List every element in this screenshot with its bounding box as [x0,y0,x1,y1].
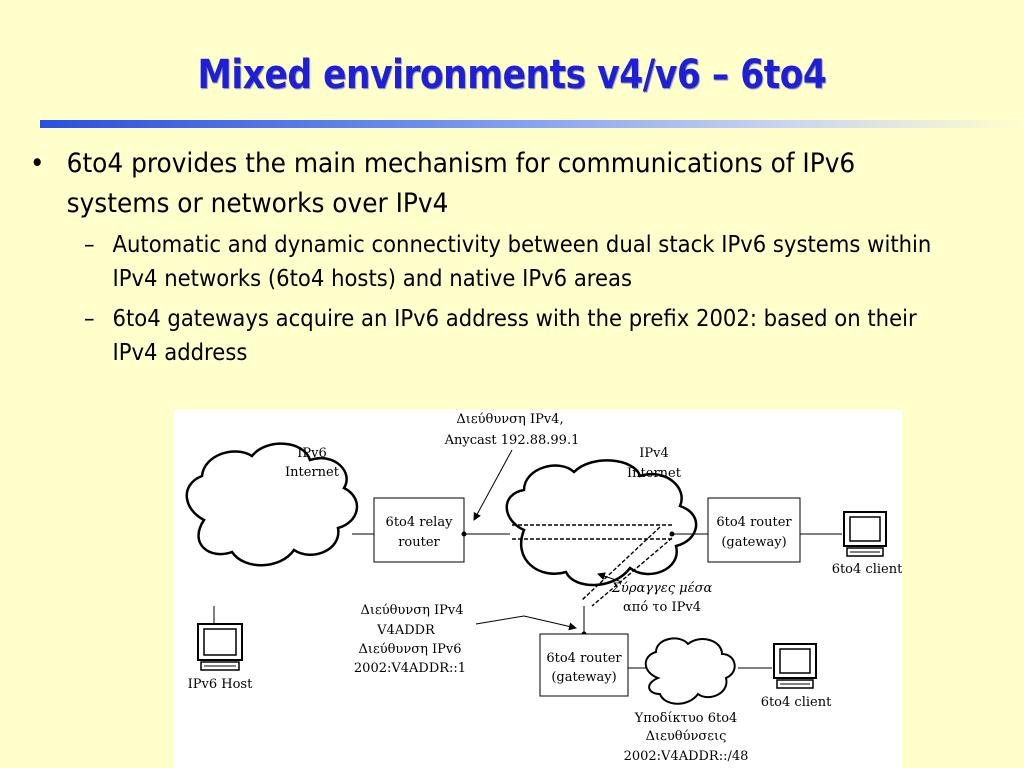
6to4-client-top-computer-icon [843,511,887,557]
6to4-relay-router-box [373,497,465,563]
subnet-label-line2: Διευθύνσεις [646,729,727,744]
diagram-canvas: IPv6 Internet IPv4 Internet Διεύθυνση IP… [185,412,902,764]
gateway-address-arrow [475,615,577,631]
network-diagram: IPv6 Internet IPv4 Internet Διεύθυνση IP… [174,410,902,768]
sub-bullet-marker: – [84,306,95,332]
ipv6-internet-cloud [185,442,359,567]
ipv4-internet-label-line1: IPv4 [639,446,669,461]
6to4-subnet-cloud [644,637,736,705]
ipv6-internet-label-line2: Internet [285,465,340,480]
subnet-label-line3: 2002:V4ADDR::/48 [624,749,749,764]
client-bottom-label: 6to4 client [761,695,832,710]
relay-router-label-line1: 6to4 relay [386,515,454,530]
bullet-main-text: 6to4 provides the main mechanism for com… [66,148,856,219]
bullet-marker: • [29,148,45,179]
6to4-client-bottom-computer-icon [773,643,817,689]
ipv4-tunnels [512,524,673,607]
6to4-router-bottom-box [539,633,629,697]
router-top-label-line2: (gateway) [721,535,786,550]
gateway-address-label-line2: V4ADDR [376,623,436,638]
relay-interface-dot [461,531,467,537]
sub-bullet-connectivity-text: Automatic and dynamic connectivity betwe… [112,232,932,292]
gateway-address-label-line1: Διεύθυνση IPv4 [360,603,463,618]
router-bottom-label-line1: 6to4 router [546,651,622,666]
6to4-router-top-box [707,497,801,563]
sub-bullet-connectivity: – Automatic and dynamic connectivity bet… [84,228,940,296]
gateway-address-label-line4: 2002:V4ADDR::1 [354,661,466,676]
ipv6-internet-label-line1: IPv6 [297,446,327,461]
sub-bullet-marker: – [84,232,95,258]
title-underline [40,120,1024,128]
gateway-address-label-line3: Διεύθυνση IPv6 [358,642,461,657]
ipv4-internet-label-line2: Internet [627,466,682,481]
sub-bullet-gateways: – 6to4 gateways acquire an IPv6 address … [84,302,940,370]
router-bottom-label-line2: (gateway) [551,670,616,685]
client-top-label: 6to4 client [832,562,902,577]
ipv6-host-computer-icon [197,623,243,671]
relay-address-label-line1: Διεύθυνση IPv4, [456,412,563,427]
slide-title: Mixed environments v4/v6 – 6to4 [197,52,827,98]
subnet-label-line1: Υποδίκτυο 6to4 [634,711,738,726]
tunnels-label-line2: από το IPv4 [623,600,701,615]
bullet-main: • 6to4 provides the main mechanism for c… [28,144,911,224]
relay-router-label-line2: router [398,535,440,550]
ipv6-host-label: IPv6 Host [188,677,253,692]
router-top-interface-dot [669,531,675,537]
tunnels-arrow [597,572,623,583]
ipv4-internet-cloud [505,459,698,587]
relay-address-label-line2: Anycast 192.88.99.1 [444,433,580,448]
router-top-label-line1: 6to4 router [716,515,792,530]
tunnels-label-line1: Σύραγγες μέσα [611,581,713,596]
sub-bullet-gateways-text: 6to4 gateways acquire an IPv6 address wi… [112,306,917,366]
relay-address-arrow [473,449,513,521]
